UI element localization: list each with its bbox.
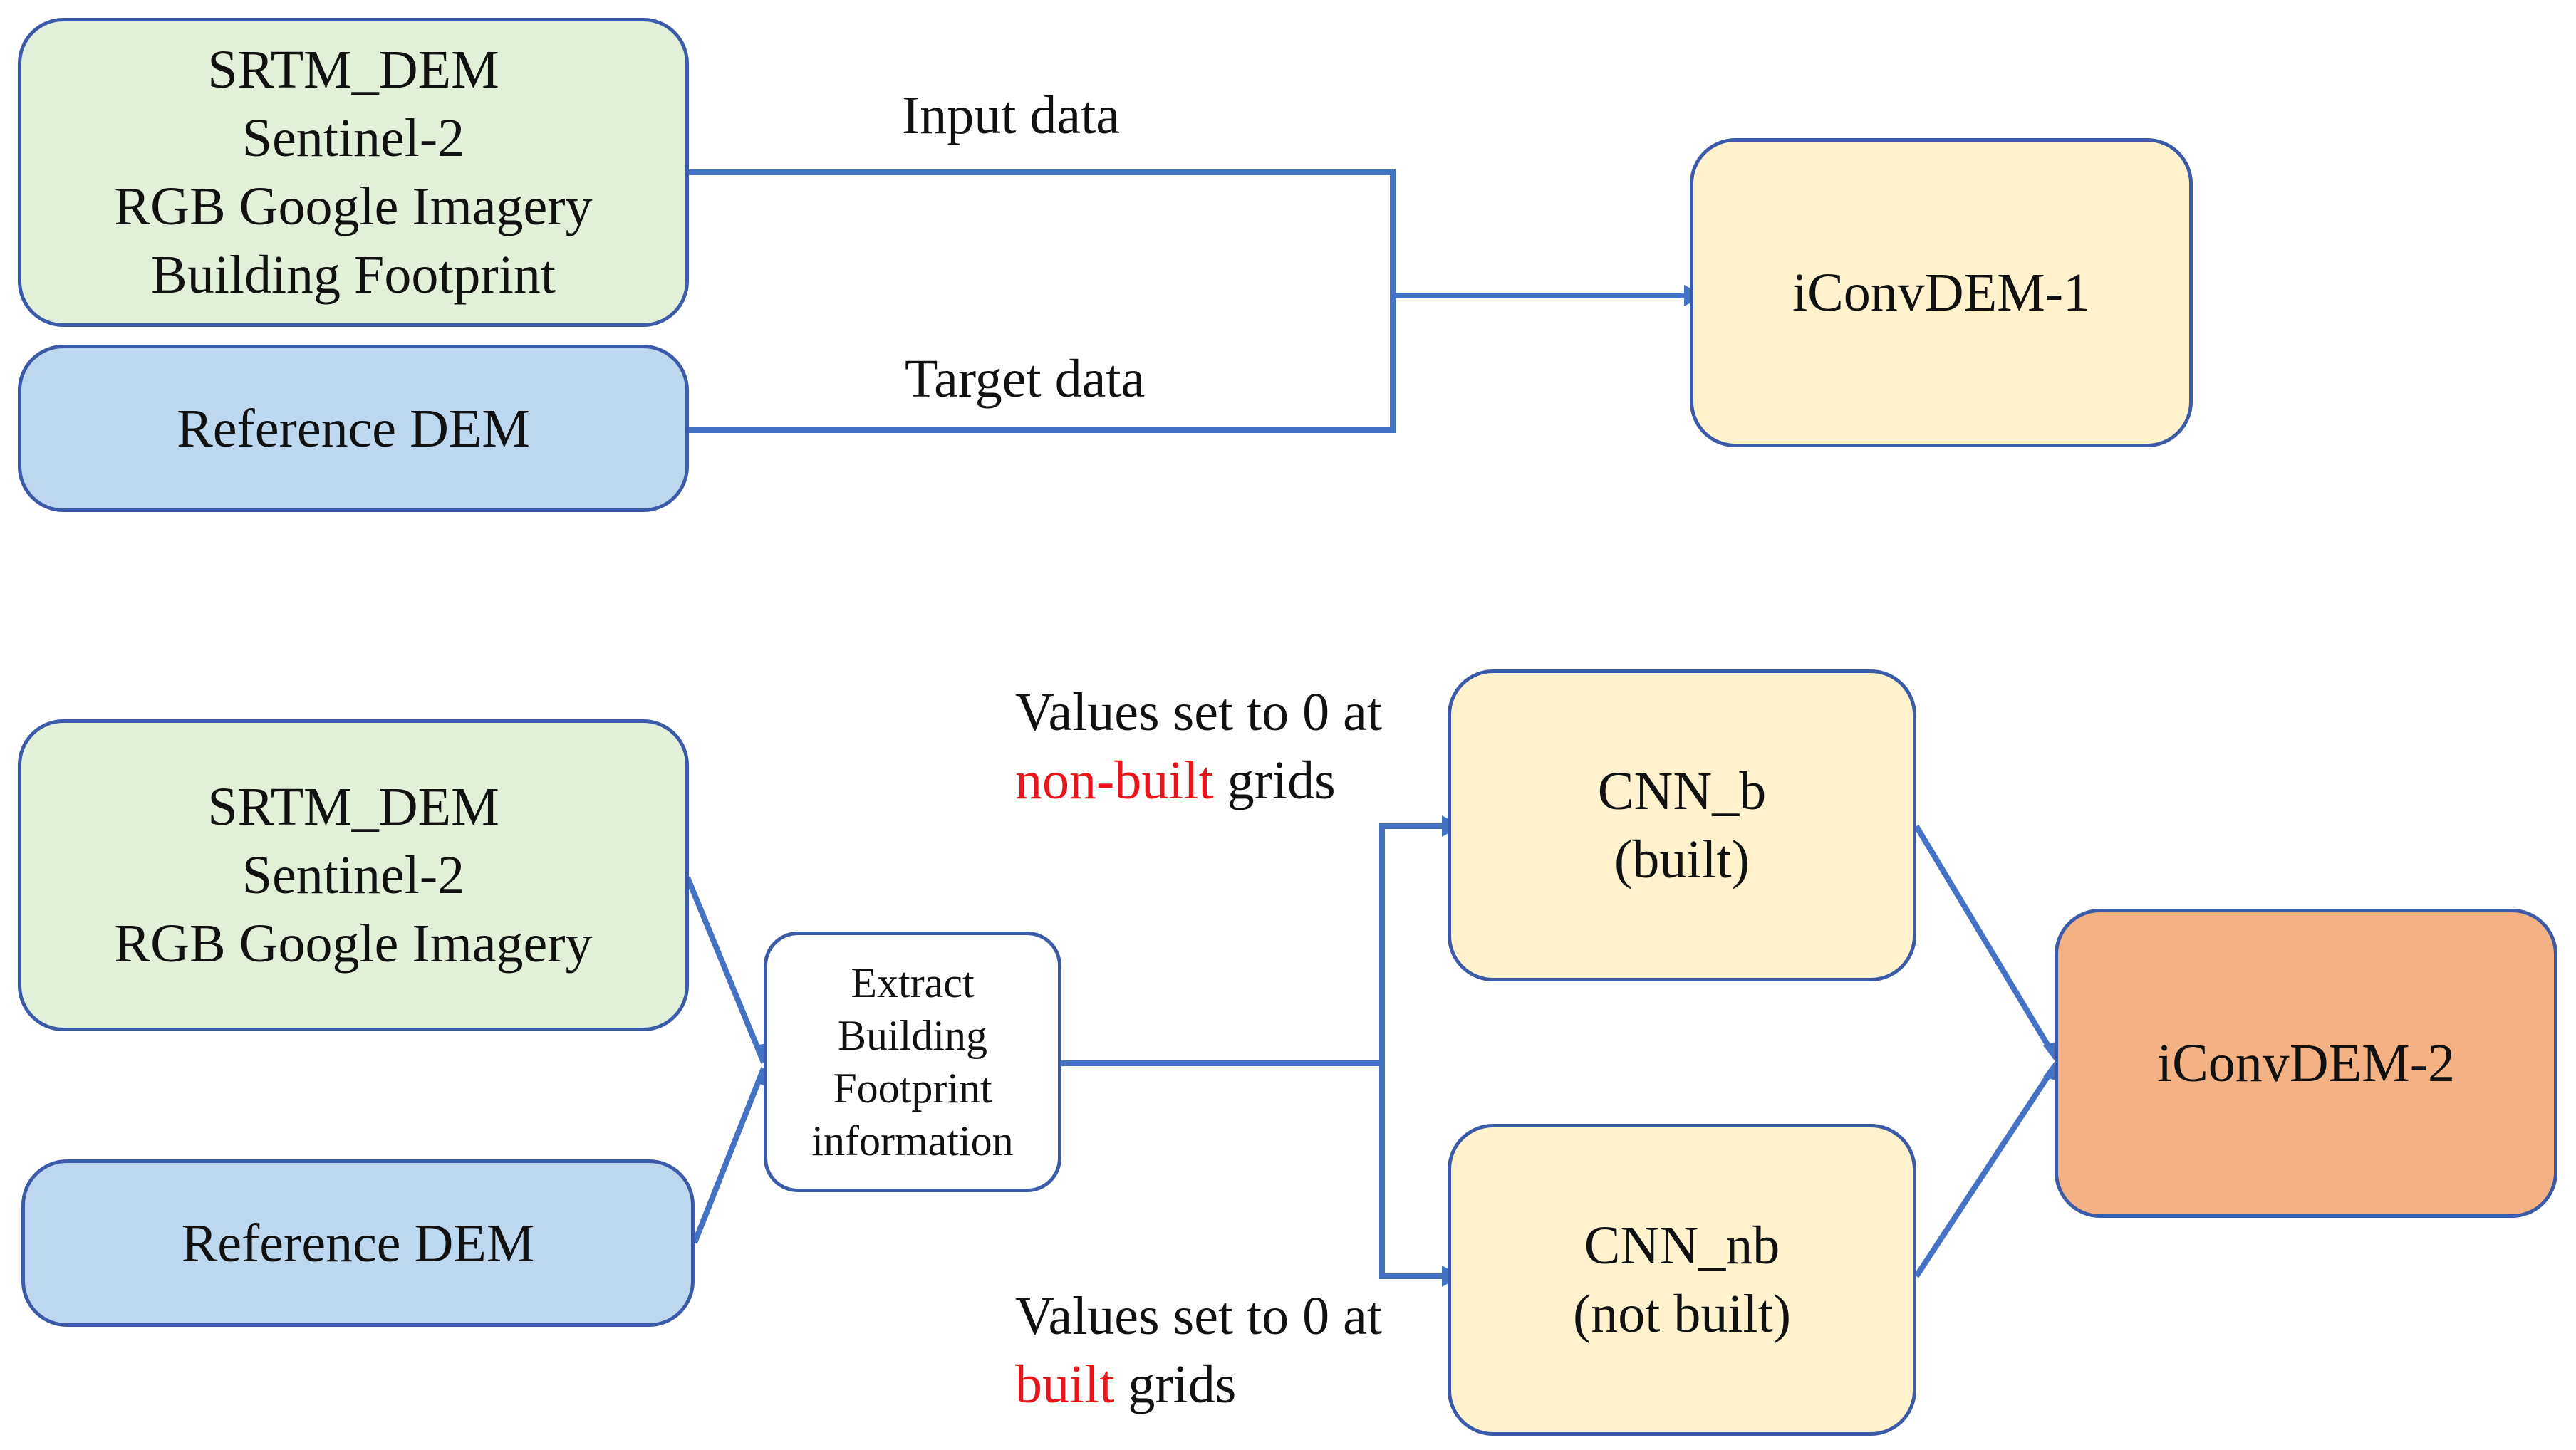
extract-line-1: Extract	[851, 959, 975, 1006]
reference-to-extract-connector	[692, 1067, 767, 1244]
cnn-nb-title: CNN_nb	[1584, 1216, 1780, 1276]
iconvdem-2-box: iConvDEM-2	[2055, 909, 2557, 1218]
reference-dem-label: Reference DEM	[181, 1213, 535, 1273]
target-data-label: Target data	[905, 349, 1146, 409]
input-building-footprint: Building Footprint	[151, 245, 556, 305]
input-rgb-google-imagery: RGB Google Imagery	[114, 914, 593, 974]
top-reference-dem-box: Reference DEM	[18, 345, 689, 512]
extract-line-4: information	[811, 1117, 1014, 1164]
split-to-cnn-b-connector	[1379, 823, 1445, 1063]
extract-line-2: Building	[837, 1012, 988, 1059]
input-srtm-dem: SRTM_DEM	[207, 40, 499, 100]
cnn-b-title: CNN_b	[1597, 761, 1767, 821]
input-rgb-google-imagery: RGB Google Imagery	[114, 177, 593, 236]
reference-dem-label: Reference DEM	[177, 398, 530, 459]
non-built-grids: grids	[1213, 751, 1336, 810]
cnn-b-subtitle: (built)	[1614, 830, 1750, 890]
cnn-b-box: CNN_b (built)	[1448, 669, 1916, 981]
iconvdem-2-label: iConvDEM-2	[2157, 1033, 2455, 1093]
non-built-note-line-1: Values set to 0 at	[1015, 682, 1383, 742]
bottom-reference-dem-box: Reference DEM	[21, 1159, 695, 1327]
built-highlight: built	[1015, 1355, 1115, 1414]
input-sentinel-2: Sentinel-2	[242, 845, 465, 905]
input-srtm-dem: SRTM_DEM	[207, 777, 499, 837]
extract-building-footprint-box: Extract Building Footprint information	[764, 932, 1061, 1192]
cnn-nb-to-iconvdem-2-connector	[1913, 1066, 2056, 1278]
split-to-cnn-nb-connector	[1379, 1063, 1445, 1279]
cnn-nb-box: CNN_nb (not built)	[1448, 1124, 1916, 1436]
input-data-label: Input data	[902, 85, 1121, 145]
non-built-note-line-2: non-built grids	[1015, 746, 1382, 815]
extract-line-3: Footprint	[833, 1065, 992, 1112]
input-data-connector	[689, 169, 1396, 296]
built-note: Values set to 0 at built grids	[1015, 1282, 1382, 1419]
built-grids: grids	[1114, 1355, 1237, 1414]
top-inputs-box: SRTM_DEM Sentinel-2 RGB Google Imagery B…	[18, 18, 689, 327]
target-data-connector	[689, 296, 1396, 433]
cnn-nb-subtitle: (not built)	[1572, 1284, 1792, 1344]
non-built-highlight: non-built	[1015, 751, 1214, 810]
bottom-inputs-box: SRTM_DEM Sentinel-2 RGB Google Imagery	[18, 719, 689, 1031]
built-note-line-2: built grids	[1015, 1350, 1382, 1419]
iconvdem-1-label: iConvDEM-1	[1792, 263, 2090, 323]
inputs-to-extract-connector	[685, 876, 767, 1064]
iconvdem-1-box: iConvDEM-1	[1690, 138, 2193, 447]
built-note-line-1: Values set to 0 at	[1015, 1286, 1383, 1346]
input-sentinel-2: Sentinel-2	[242, 108, 465, 168]
non-built-note: Values set to 0 at non-built grids	[1015, 678, 1382, 815]
cnn-b-to-iconvdem-2-connector	[1913, 824, 2056, 1056]
